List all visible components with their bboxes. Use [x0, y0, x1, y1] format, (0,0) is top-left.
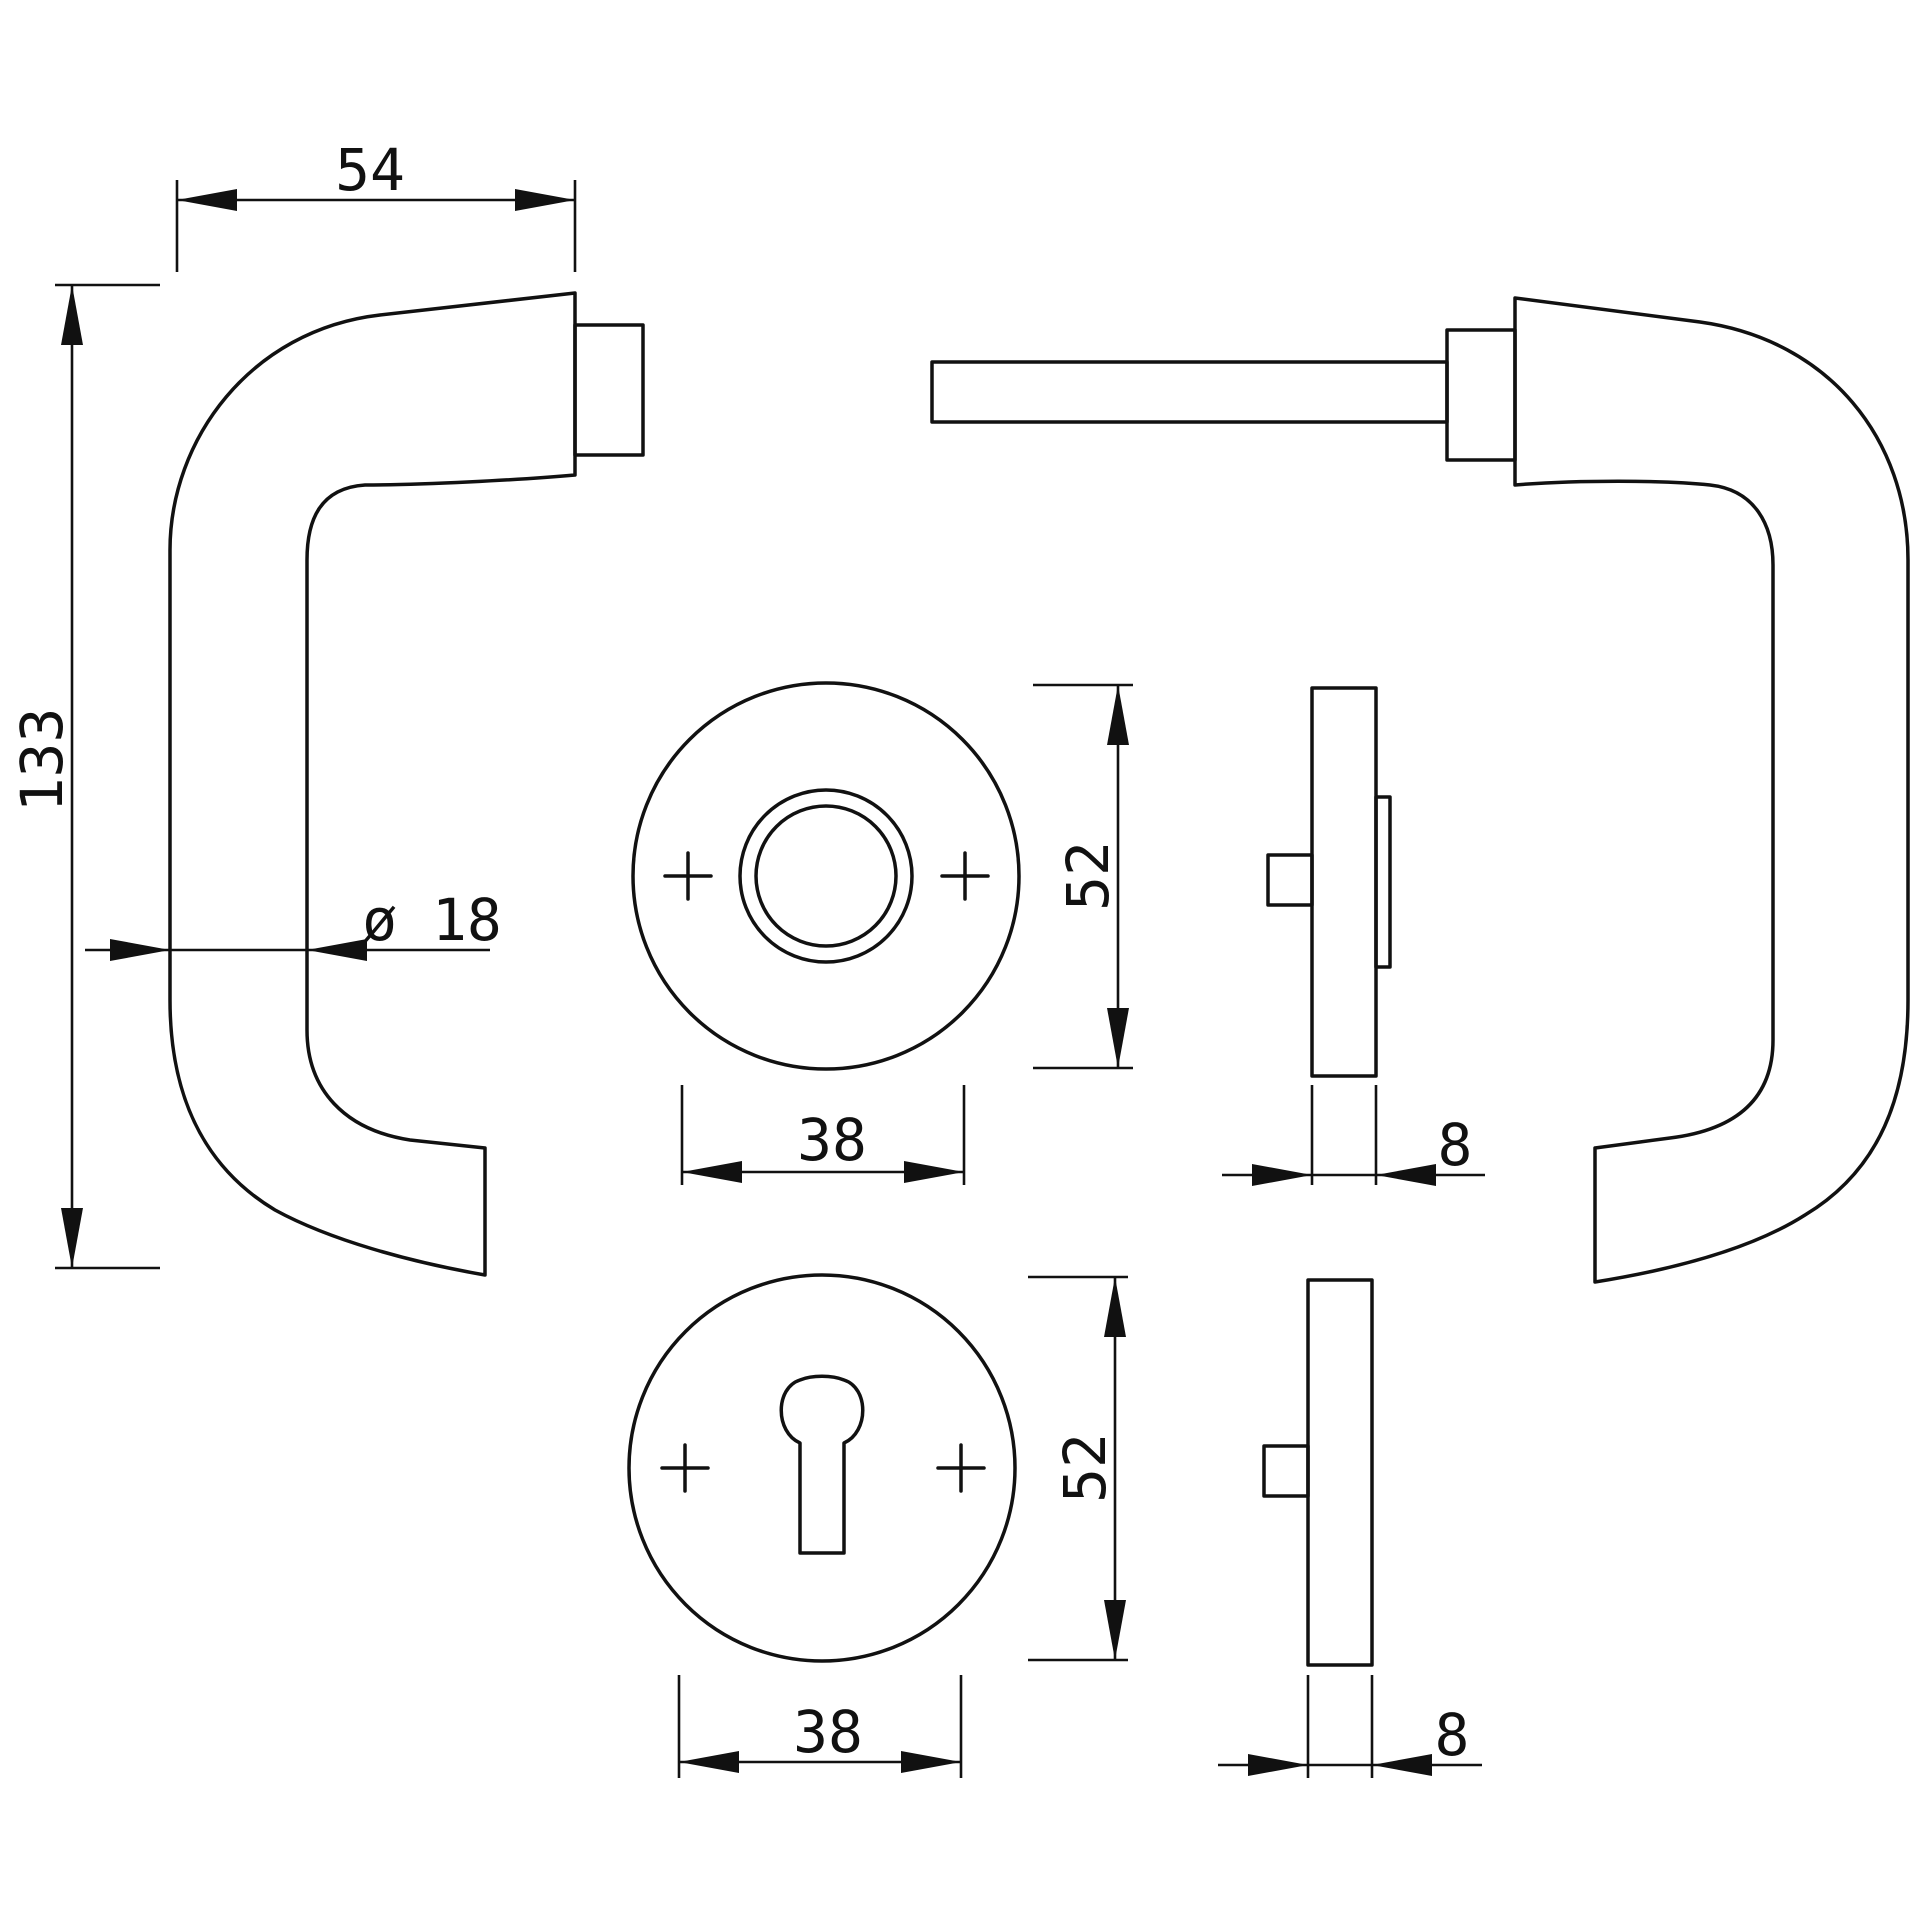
dimension-label-38-escutcheon: 38	[793, 1698, 863, 1766]
dimension-label-8-rose: 8	[1438, 1111, 1473, 1179]
rose-collar-outer	[738, 788, 914, 964]
dimension-escutcheon-thickness: 8	[1218, 1675, 1482, 1778]
keyhole-icon	[779, 1374, 865, 1555]
escutcheon-side-plate	[1306, 1278, 1374, 1667]
left-lever-handle	[168, 291, 645, 1277]
rose-side-boss	[1374, 795, 1392, 969]
rose-collar-inner	[754, 804, 898, 948]
left-lever-outline	[168, 291, 577, 1277]
escutcheon-front-view	[627, 1273, 1017, 1663]
screw-mark-icon	[660, 1443, 710, 1493]
dimension-label-54: 54	[335, 136, 405, 204]
escutcheon-plate	[627, 1273, 1017, 1663]
right-lever-outline	[1513, 296, 1910, 1284]
spindle	[930, 360, 1449, 424]
dimension-label-133: 133	[8, 708, 76, 813]
dimension-rose-thickness: 8	[1222, 1085, 1485, 1186]
escutcheon-side-view	[1262, 1278, 1374, 1667]
dimension-handle-diameter: ø 18	[85, 886, 502, 961]
screw-mark-icon	[663, 851, 713, 901]
dimension-escutcheon-diameter: 52	[1028, 1275, 1128, 1662]
dimension-rose-width: 38	[680, 1085, 966, 1185]
screw-mark-icon	[936, 1443, 986, 1493]
right-lever-neck	[1445, 328, 1517, 462]
rose-front-view	[631, 681, 1021, 1071]
dimension-label-38-rose: 38	[797, 1106, 867, 1174]
rose-side-view	[1266, 686, 1392, 1078]
dimension-label-diameter-18: ø 18	[362, 886, 502, 954]
dimension-label-52-escutcheon: 52	[1051, 1433, 1119, 1503]
rose-side-tab	[1266, 853, 1314, 907]
screw-mark-icon	[940, 851, 990, 901]
escutcheon-side-tab	[1262, 1444, 1310, 1498]
left-lever-neck	[573, 323, 645, 457]
dimension-label-52-rose: 52	[1054, 841, 1122, 911]
right-lever-handle	[930, 296, 1910, 1284]
dimension-rose-diameter: 52	[1033, 683, 1133, 1070]
rose-side-plate	[1310, 686, 1378, 1078]
dimension-handle-height: 133	[8, 283, 160, 1270]
dimension-handle-length: 54	[175, 136, 577, 272]
dimension-label-8-escutcheon: 8	[1435, 1701, 1470, 1769]
dimension-escutcheon-width: 38	[677, 1675, 963, 1778]
rose-plate	[631, 681, 1021, 1071]
